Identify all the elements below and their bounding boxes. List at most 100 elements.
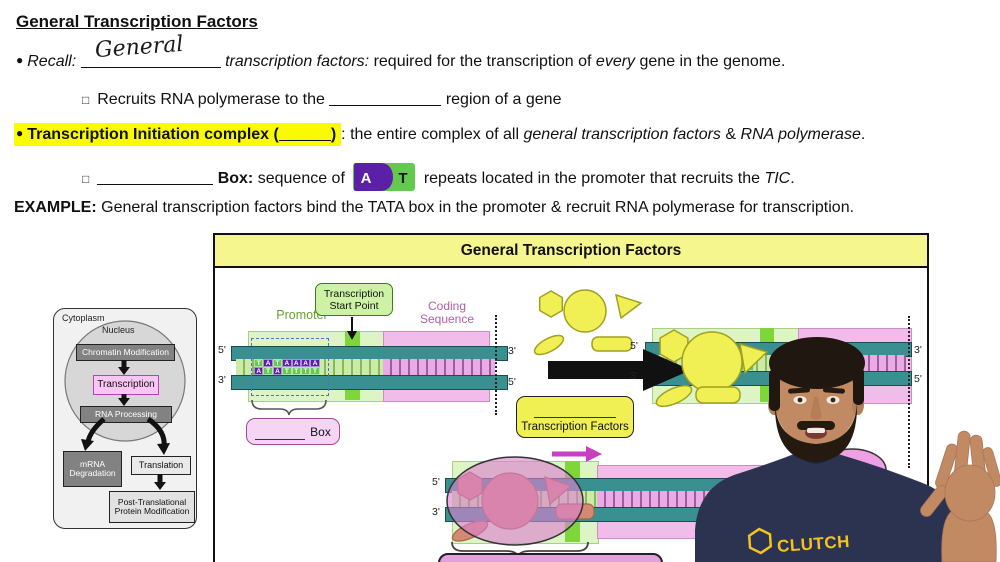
bullet-icon: ●: [16, 53, 24, 67]
a-letter: A: [361, 170, 372, 187]
box-text: Degradation: [69, 468, 116, 478]
tic-line: ●Transcription Initiation complex (): th…: [14, 123, 866, 146]
three-prime-label: 3': [630, 370, 638, 382]
at-nucleotide-icon: A T: [353, 163, 416, 191]
base-pairs: [452, 491, 597, 507]
base-pairs: [597, 491, 872, 507]
box-text: mRNA: [79, 458, 106, 469]
tic-blank: [278, 125, 331, 141]
post-translational-box: Post-Translational Protein Modification: [109, 491, 195, 523]
square-bullet-icon: □: [82, 172, 90, 186]
tata-box-outline: [251, 338, 329, 396]
base-pairs: [383, 359, 495, 375]
box-text: Post-Translational: [117, 496, 187, 507]
dna-end-dotted-line: [908, 316, 910, 468]
note-text: Box:: [217, 170, 254, 187]
five-prime-label: 5': [432, 476, 440, 488]
nucleotide-cell: T: [254, 359, 264, 367]
nucleotide-cell: A: [725, 355, 735, 363]
nucleotide-cell: T: [310, 367, 320, 375]
chromatin-modification-box: Chromatin Modification: [76, 344, 175, 361]
note-text: general transcription factors: [523, 126, 721, 143]
nucleotide-cell: T: [716, 363, 726, 371]
nucleotide-cell: A: [688, 363, 698, 371]
note-text: : the entire complex of all: [341, 126, 520, 143]
five-prime-label: 5': [630, 340, 638, 352]
label-text: Box: [310, 424, 331, 439]
transcription-box: Transcription: [93, 375, 159, 395]
label-text: Coding: [427, 299, 467, 313]
nucleotide-cell: T: [744, 363, 754, 371]
nucleotide-cell: T: [272, 359, 283, 367]
box-name-blank: [97, 169, 214, 185]
nucleotide-cell: T: [300, 367, 311, 375]
hand: [920, 430, 1000, 562]
three-prime-label: 3': [914, 344, 922, 356]
diagram-title: General Transcription Factors: [215, 235, 927, 268]
recall-line: ●Recall: General transcription factors: …: [16, 32, 785, 71]
recall-label: Recall:: [27, 53, 77, 70]
note-text: sequence of: [257, 170, 345, 187]
bullet-icon: ●: [16, 126, 24, 140]
note-text: Recruits RNA polymerase to the: [97, 91, 325, 108]
dna-strand-bottom: [645, 371, 912, 386]
nucleotide-cell: A: [254, 367, 264, 375]
dna-strand-bottom: [231, 375, 508, 390]
note-text: .: [790, 170, 795, 187]
rna-processing-box: RNA Processing: [80, 406, 172, 423]
translation-box: Translation: [131, 456, 191, 475]
highlight-text: Transcription Initiation complex (: [27, 126, 279, 143]
nucleotide-cell: A: [310, 359, 320, 367]
example-label: EXAMPLE:: [14, 199, 97, 216]
nucleotide-cell: T: [697, 363, 707, 371]
tf-name-blank: [534, 402, 616, 418]
nucleotide-cell: T: [734, 363, 745, 371]
nucleotide-cell: T: [706, 355, 717, 363]
dna-end-dotted-line: [495, 315, 497, 415]
nucleotide-cell: A: [734, 355, 745, 363]
highlight-text: ): [330, 126, 337, 143]
polymerase-label-box: [438, 553, 663, 562]
recall-blank: General: [80, 32, 221, 68]
cytoplasm-label: Cytoplasm: [62, 313, 105, 323]
t-letter: T: [399, 170, 408, 187]
nucleotide-cell: A: [706, 363, 717, 371]
nucleotide-cell: A: [716, 355, 726, 363]
label-text: Start Point: [329, 299, 379, 312]
five-prime-label: 5': [914, 373, 922, 385]
box-name-blank: [255, 424, 306, 440]
dna-strand-bottom: [445, 507, 874, 522]
page-title: General Transcription Factors: [16, 12, 258, 31]
recruit-line: □Recruits RNA polymerase to the region o…: [82, 90, 561, 109]
note-text: repeats located in the promoter that rec…: [423, 170, 760, 187]
square-bullet-icon: □: [82, 93, 90, 107]
nucleotide-cell: A: [744, 355, 754, 363]
five-prime-label: 5': [508, 376, 516, 388]
nucleotide-cell: T: [725, 363, 735, 371]
nucleotide-cell: A: [263, 359, 273, 367]
nucleotide-cell: A: [697, 355, 707, 363]
box-text: Protein Modification: [114, 506, 190, 516]
note-text: transcription factors:: [225, 53, 370, 70]
note-text: &: [725, 126, 737, 143]
three-prime-label: 3': [508, 345, 516, 357]
nucleotide-cell: A: [291, 359, 301, 367]
transcription-start-point-box: Transcription Start Point: [315, 283, 393, 316]
promoter-blank: [329, 90, 442, 106]
tata-box-line: □ Box: sequence of A T repeats located i…: [82, 162, 795, 192]
three-prime-label: 3': [432, 506, 440, 518]
nucleotide-cell: T: [282, 367, 292, 375]
base-pairs: [798, 355, 906, 371]
gene-expression-flowchart: Cytoplasm Nucleus Chromatin Modification…: [53, 308, 197, 529]
promoter-label: Promoter: [276, 308, 328, 322]
note-text: .: [860, 126, 866, 143]
label-text: Sequence: [419, 312, 475, 326]
example-line: EXAMPLE: General transcription factors b…: [14, 199, 854, 217]
tata-box-label: Box: [246, 418, 340, 445]
note-text: RNA polymerase: [740, 126, 861, 143]
